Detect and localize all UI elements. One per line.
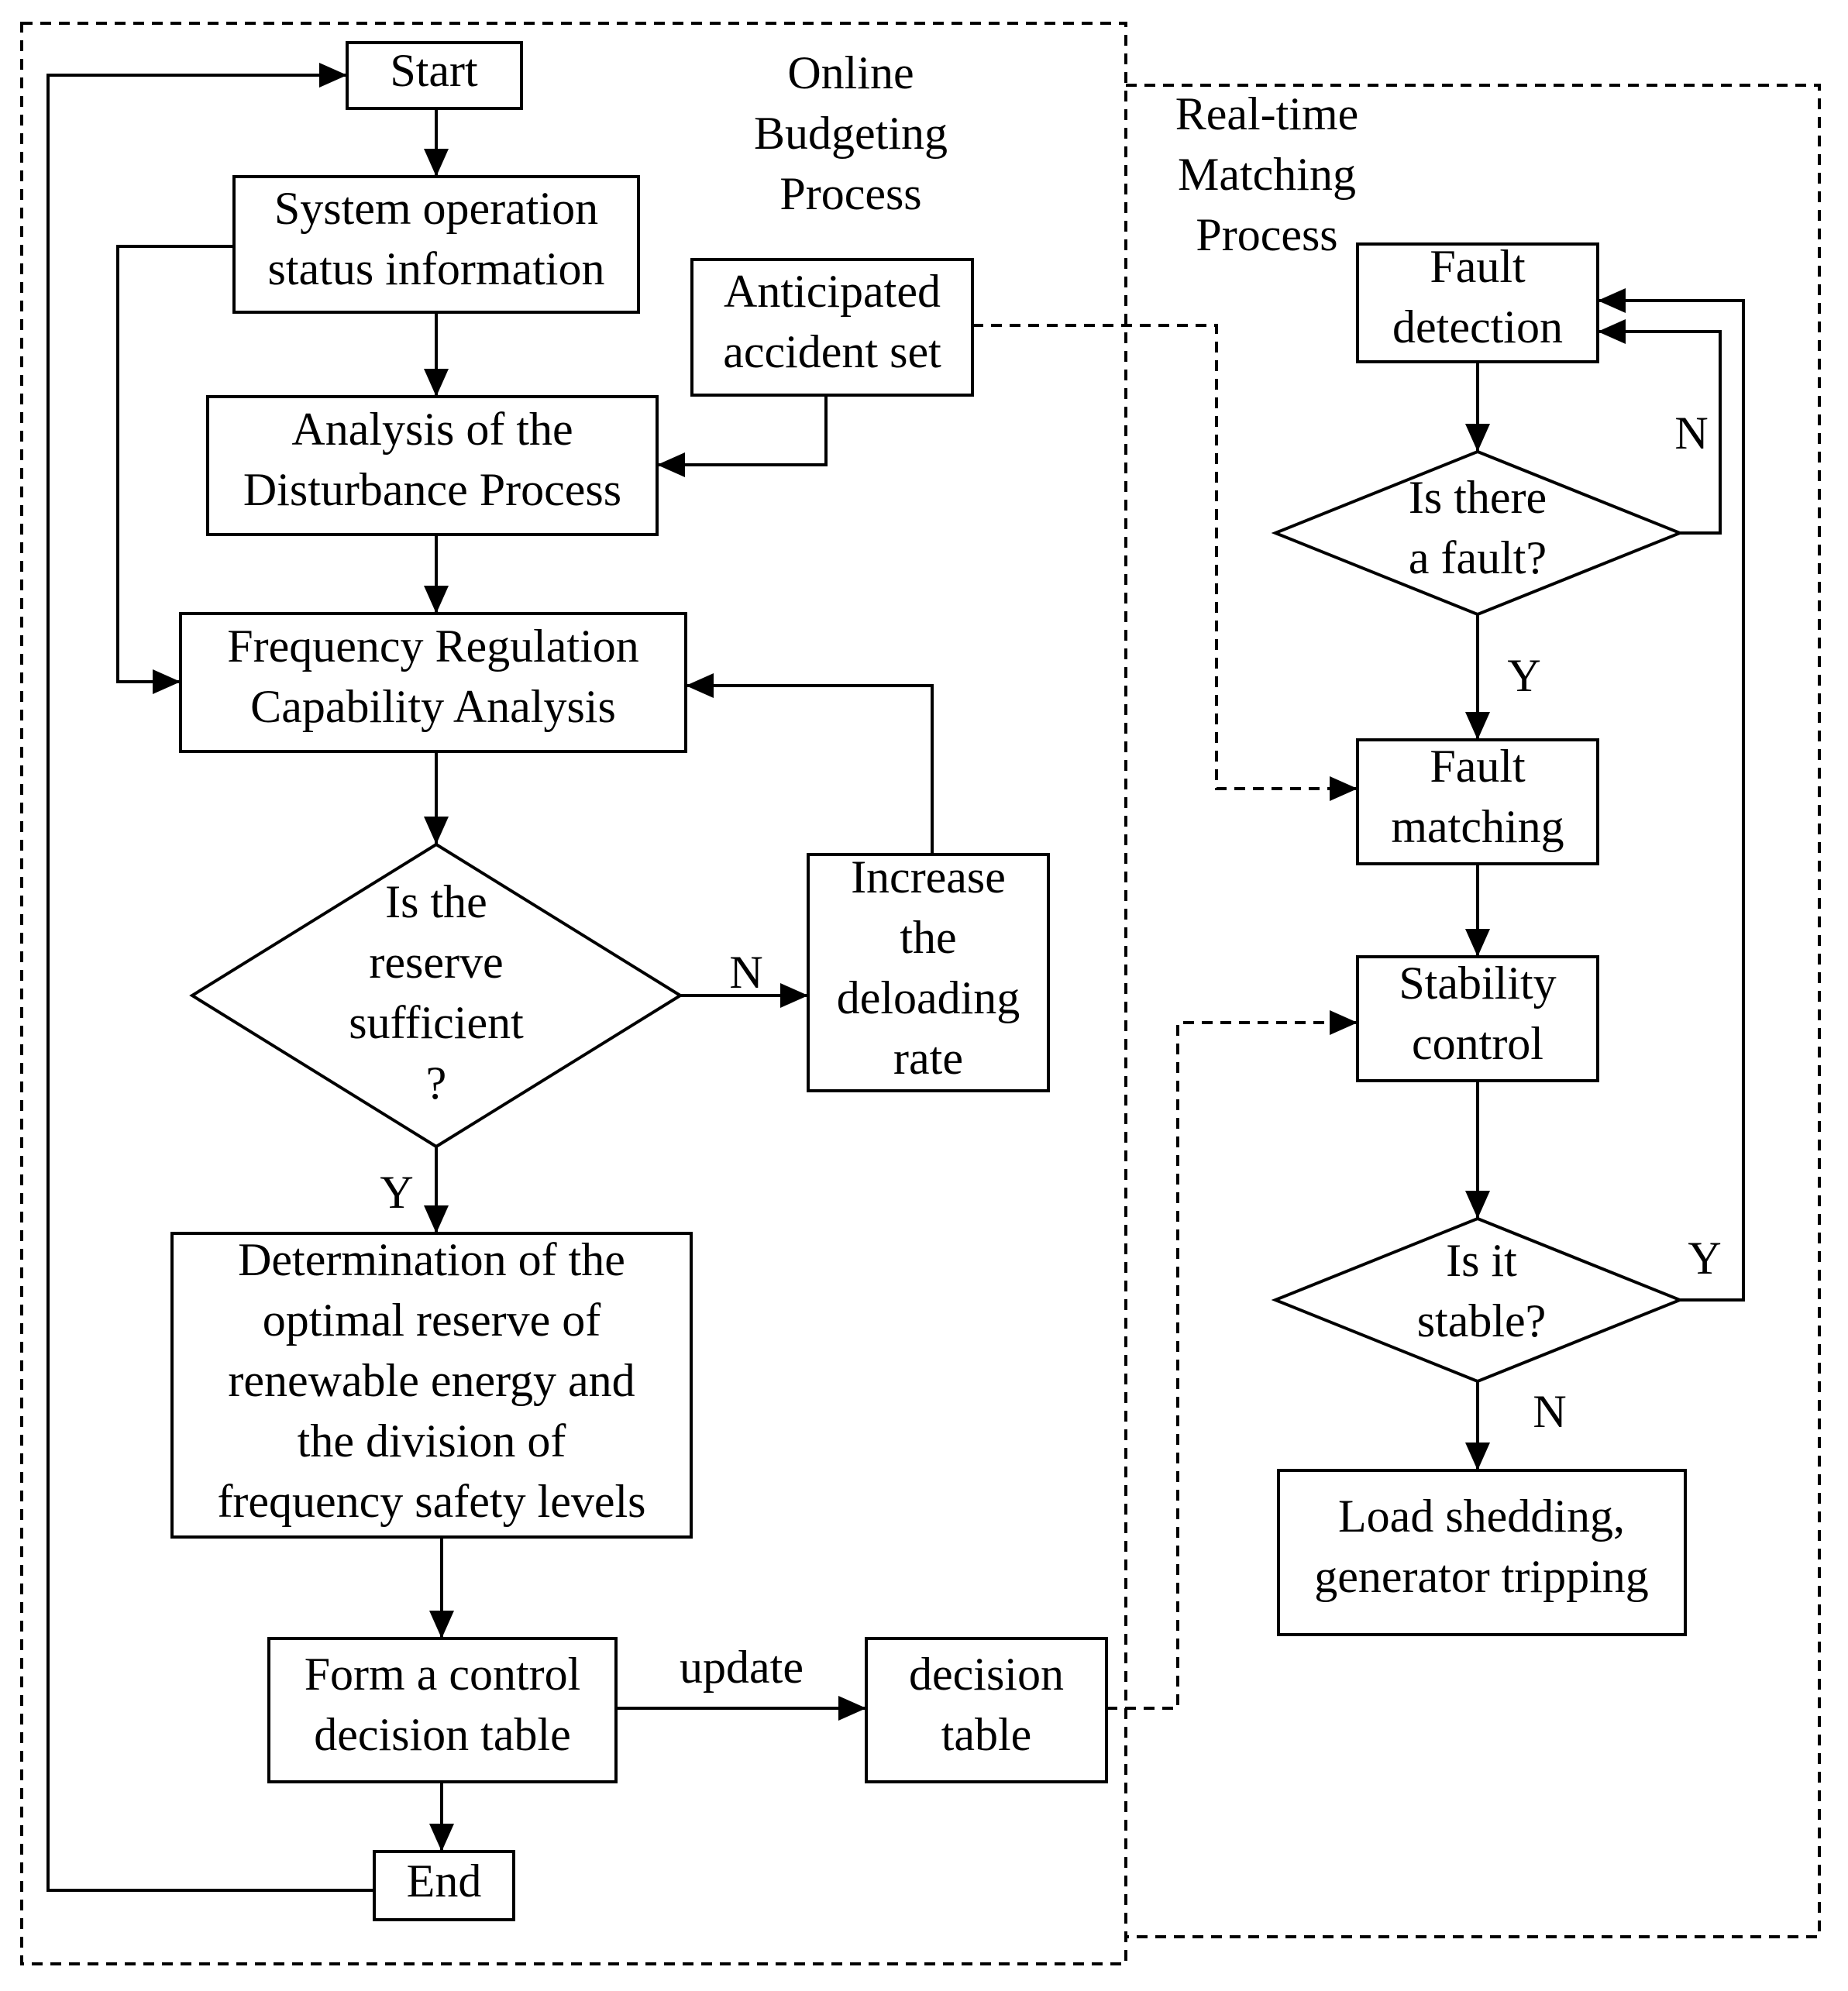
fault-matching-label: Fault matching — [1391, 741, 1564, 852]
online-budgeting-region — [20, 22, 1127, 1965]
fault-decision-label-line: Is there — [1409, 472, 1547, 523]
dashed-decision-table-to-stability — [1106, 1010, 1358, 1710]
system-status-label-line: System operation — [274, 183, 598, 234]
increase-deloading-label: Increase the deloading rate — [837, 851, 1020, 1084]
disturbance-analysis-label-line: Disturbance Process — [243, 464, 621, 515]
end-label-line: End — [407, 1855, 482, 1907]
determination-box — [170, 1232, 693, 1539]
stability-control-label: Stability control — [1399, 958, 1556, 1069]
reserve-yes-label: Y — [380, 1167, 413, 1218]
reserve-sufficient-label-line: reserve — [369, 937, 503, 988]
decision-table-label-line: table — [941, 1709, 1032, 1760]
update-label: update — [680, 1642, 804, 1693]
increase-deloading-label-line: rate — [893, 1033, 963, 1084]
realtime-matching-region — [1126, 84, 1821, 1938]
determination-label-line: frequency safety levels — [217, 1476, 645, 1527]
stable-decision-label: Is it stable? — [1417, 1235, 1547, 1346]
arrow-fault-no-to-detection — [1598, 319, 1722, 535]
online-process-title-line: Process — [779, 168, 921, 219]
decision-table-label: decision table — [909, 1649, 1064, 1760]
load-shedding-label-line: Load shedding, — [1338, 1491, 1625, 1542]
disturbance-analysis-label-line: Analysis of the — [291, 404, 573, 455]
accident-set-label-line: accident set — [723, 326, 941, 377]
start-label: Start — [390, 45, 478, 96]
online-process-title-line: Online — [787, 47, 914, 98]
frequency-regulation-label-line: Frequency Regulation — [227, 621, 639, 672]
form-control-table-label: Form a control decision table — [305, 1649, 581, 1760]
load-shedding-box — [1277, 1469, 1687, 1636]
reserve-sufficient-label-line: ? — [426, 1057, 447, 1109]
increase-deloading-box — [807, 853, 1050, 1092]
end-node — [373, 1850, 515, 1921]
determination-label-line: Determination of the — [238, 1234, 625, 1285]
fault-decision-label-line: a fault? — [1409, 532, 1547, 583]
determination-label: Determination of the optimal reserve of re… — [217, 1234, 645, 1527]
determination-label-line: renewable energy and — [228, 1355, 635, 1406]
start-label-line: Start — [390, 45, 478, 96]
fault-matching-label-line: Fault — [1430, 741, 1526, 792]
fault-detection-label-line: detection — [1392, 301, 1563, 352]
reserve-sufficient-label-line: Is the — [385, 876, 487, 927]
load-shedding-label-line: generator tripping — [1314, 1551, 1649, 1602]
increase-deloading-label-line: Increase — [851, 851, 1006, 903]
end-label: End — [407, 1855, 482, 1907]
fault-matching-box — [1356, 738, 1599, 865]
stable-decision-label-line: Is it — [1446, 1235, 1517, 1286]
stability-control-label-line: control — [1412, 1018, 1543, 1069]
fault-decision-label: Is there a fault? — [1409, 472, 1547, 583]
arrow-increase-to-frequency — [686, 673, 934, 855]
load-shedding-label: Load shedding, generator tripping — [1314, 1491, 1649, 1602]
fault-detection-label: Fault detection — [1392, 241, 1563, 352]
determination-label-line: the division of — [298, 1415, 566, 1467]
form-control-table-box — [267, 1637, 618, 1783]
accident-set-label-line: Anticipated — [724, 266, 941, 317]
stable-yes-label: Y — [1688, 1233, 1721, 1284]
stable-decision-label-line: stable? — [1417, 1295, 1547, 1346]
online-process-title-line: Budgeting — [754, 108, 948, 159]
reserve-no-label: N — [729, 947, 762, 998]
disturbance-analysis-box — [206, 395, 659, 536]
form-control-table-label-line: decision table — [314, 1709, 571, 1760]
fault-no-label: N — [1674, 407, 1708, 459]
system-status-label: System operation status information — [268, 183, 605, 294]
realtime-process-title-line: Process — [1196, 209, 1337, 260]
decision-table-label-line: decision — [909, 1649, 1064, 1700]
accident-set-label: Anticipated accident set — [723, 266, 941, 377]
accident-set-box — [690, 258, 974, 397]
realtime-process-title-line: Matching — [1178, 149, 1356, 200]
frequency-regulation-label-line: Capability Analysis — [250, 681, 616, 732]
decision-table-box — [865, 1637, 1108, 1783]
system-status-label-line: status information — [268, 243, 605, 294]
arrow-stable-yes-to-detection — [1598, 288, 1745, 1302]
stable-no-label: N — [1533, 1386, 1566, 1437]
frequency-regulation-box — [179, 612, 687, 753]
form-control-table-label-line: Form a control — [305, 1649, 581, 1700]
stability-control-label-line: Stability — [1399, 958, 1556, 1009]
fault-detection-label-line: Fault — [1430, 241, 1526, 292]
arrow-accident-to-disturbance — [657, 395, 828, 477]
fault-matching-label-line: matching — [1391, 801, 1564, 852]
realtime-process-title-line: Real-time — [1175, 88, 1359, 139]
arrow-status-to-frequency — [116, 245, 234, 694]
increase-deloading-label-line: deloading — [837, 972, 1020, 1023]
determination-label-line: optimal reserve of — [263, 1295, 601, 1346]
fault-yes-label: Y — [1507, 650, 1540, 701]
reserve-sufficient-label: Is the reserve sufficient? — [349, 876, 524, 1109]
increase-deloading-label-line: the — [900, 912, 956, 963]
dashed-accident-to-fault-matching — [972, 324, 1358, 801]
reserve-sufficient-label-line: sufficient — [349, 997, 524, 1048]
arrow-end-to-start-loop — [46, 63, 374, 1892]
start-node — [346, 41, 523, 110]
